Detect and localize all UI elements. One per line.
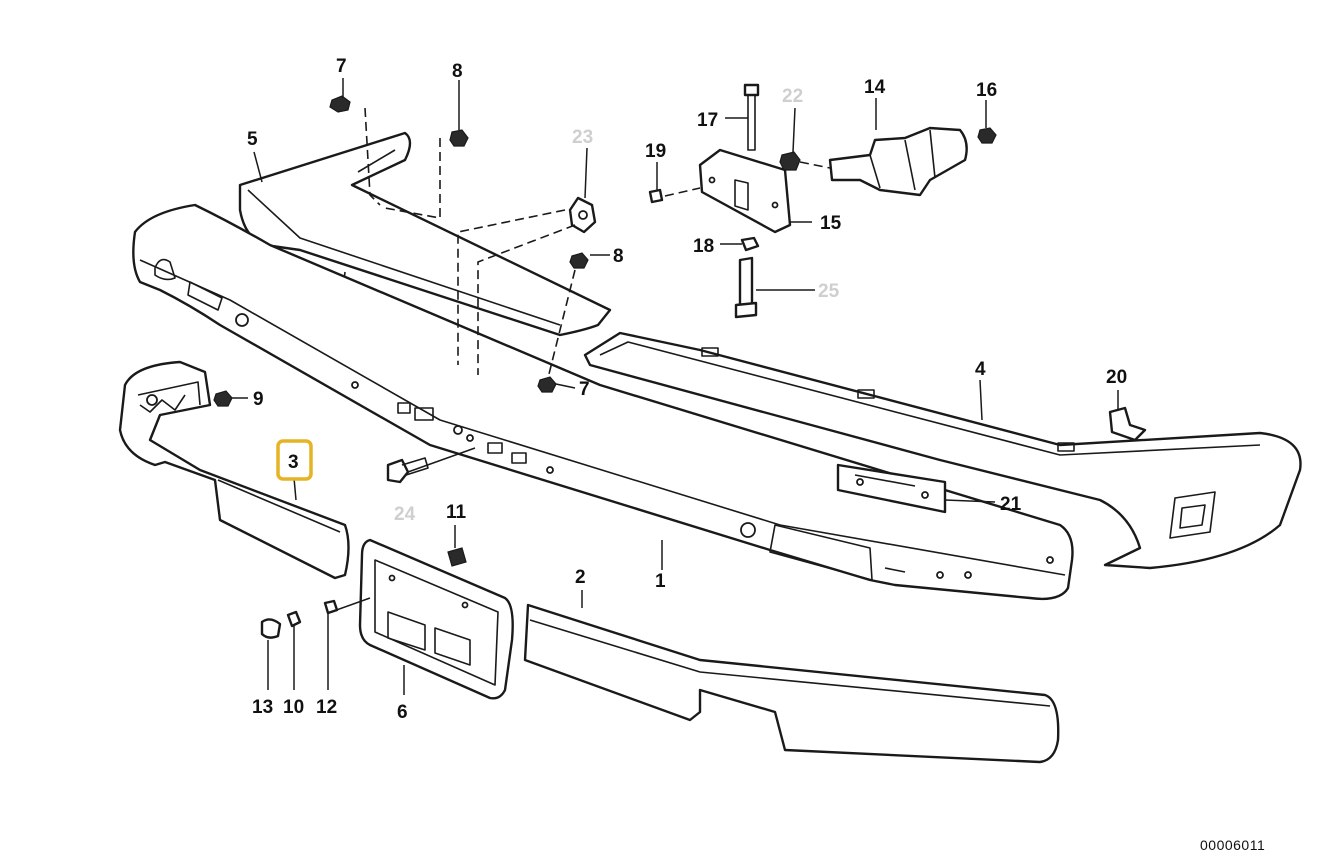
callout-19[interactable]: 19 <box>645 141 666 162</box>
callout-22[interactable]: 22 <box>782 86 803 107</box>
part-1-bumper-carrier <box>132 203 1074 601</box>
part-15-mounting-bracket <box>698 148 792 234</box>
callout-7-mid[interactable]: 7 <box>579 379 590 400</box>
callout-6[interactable]: 6 <box>397 702 408 723</box>
part-3-corner-trim <box>118 360 350 580</box>
callout-9[interactable]: 9 <box>253 389 264 410</box>
part-21-bracket <box>836 463 947 514</box>
callout-5[interactable]: 5 <box>247 129 258 150</box>
callout-16[interactable]: 16 <box>976 80 997 101</box>
part-14-impact-absorber <box>828 126 968 197</box>
callout-15[interactable]: 15 <box>820 213 842 234</box>
callout-8-mid[interactable]: 8 <box>613 246 624 267</box>
callout-2[interactable]: 2 <box>575 567 586 588</box>
callout-7-top[interactable]: 7 <box>336 56 347 77</box>
part-6-license-plate-holder <box>358 538 514 700</box>
callout-13[interactable]: 13 <box>252 697 273 718</box>
diagram-reference-number: 00006011 <box>1200 837 1265 853</box>
hardware <box>213 83 997 639</box>
callout-4[interactable]: 4 <box>975 359 986 380</box>
callout-1[interactable]: 1 <box>655 571 666 592</box>
callout-25[interactable]: 25 <box>818 281 840 302</box>
callout-12[interactable]: 12 <box>316 697 337 718</box>
callout-21[interactable]: 21 <box>1000 494 1022 515</box>
callout-18[interactable]: 18 <box>693 236 714 257</box>
callout-3-highlight <box>276 439 313 481</box>
assembly-lines <box>364 107 831 379</box>
callout-20[interactable]: 20 <box>1106 367 1127 388</box>
callout-8-top[interactable]: 8 <box>452 61 463 82</box>
callout-3[interactable]: 3 <box>288 452 299 473</box>
callout-17[interactable]: 17 <box>697 110 718 131</box>
part-20-clip <box>1108 406 1147 442</box>
part-23-clip <box>568 196 597 234</box>
callout-14[interactable]: 14 <box>864 77 886 98</box>
callout-24[interactable]: 24 <box>394 504 416 525</box>
part-2-lower-trim <box>523 603 1060 764</box>
callout-11[interactable]: 11 <box>446 502 467 523</box>
part-4-bumper-strip <box>583 331 1302 570</box>
callout-23[interactable]: 23 <box>572 127 593 148</box>
leader-lines <box>232 78 1119 695</box>
callouts: 1 2 3 4 5 6 7 7 8 8 9 10 11 12 13 14 15 … <box>247 56 1127 723</box>
callout-10[interactable]: 10 <box>283 697 304 718</box>
